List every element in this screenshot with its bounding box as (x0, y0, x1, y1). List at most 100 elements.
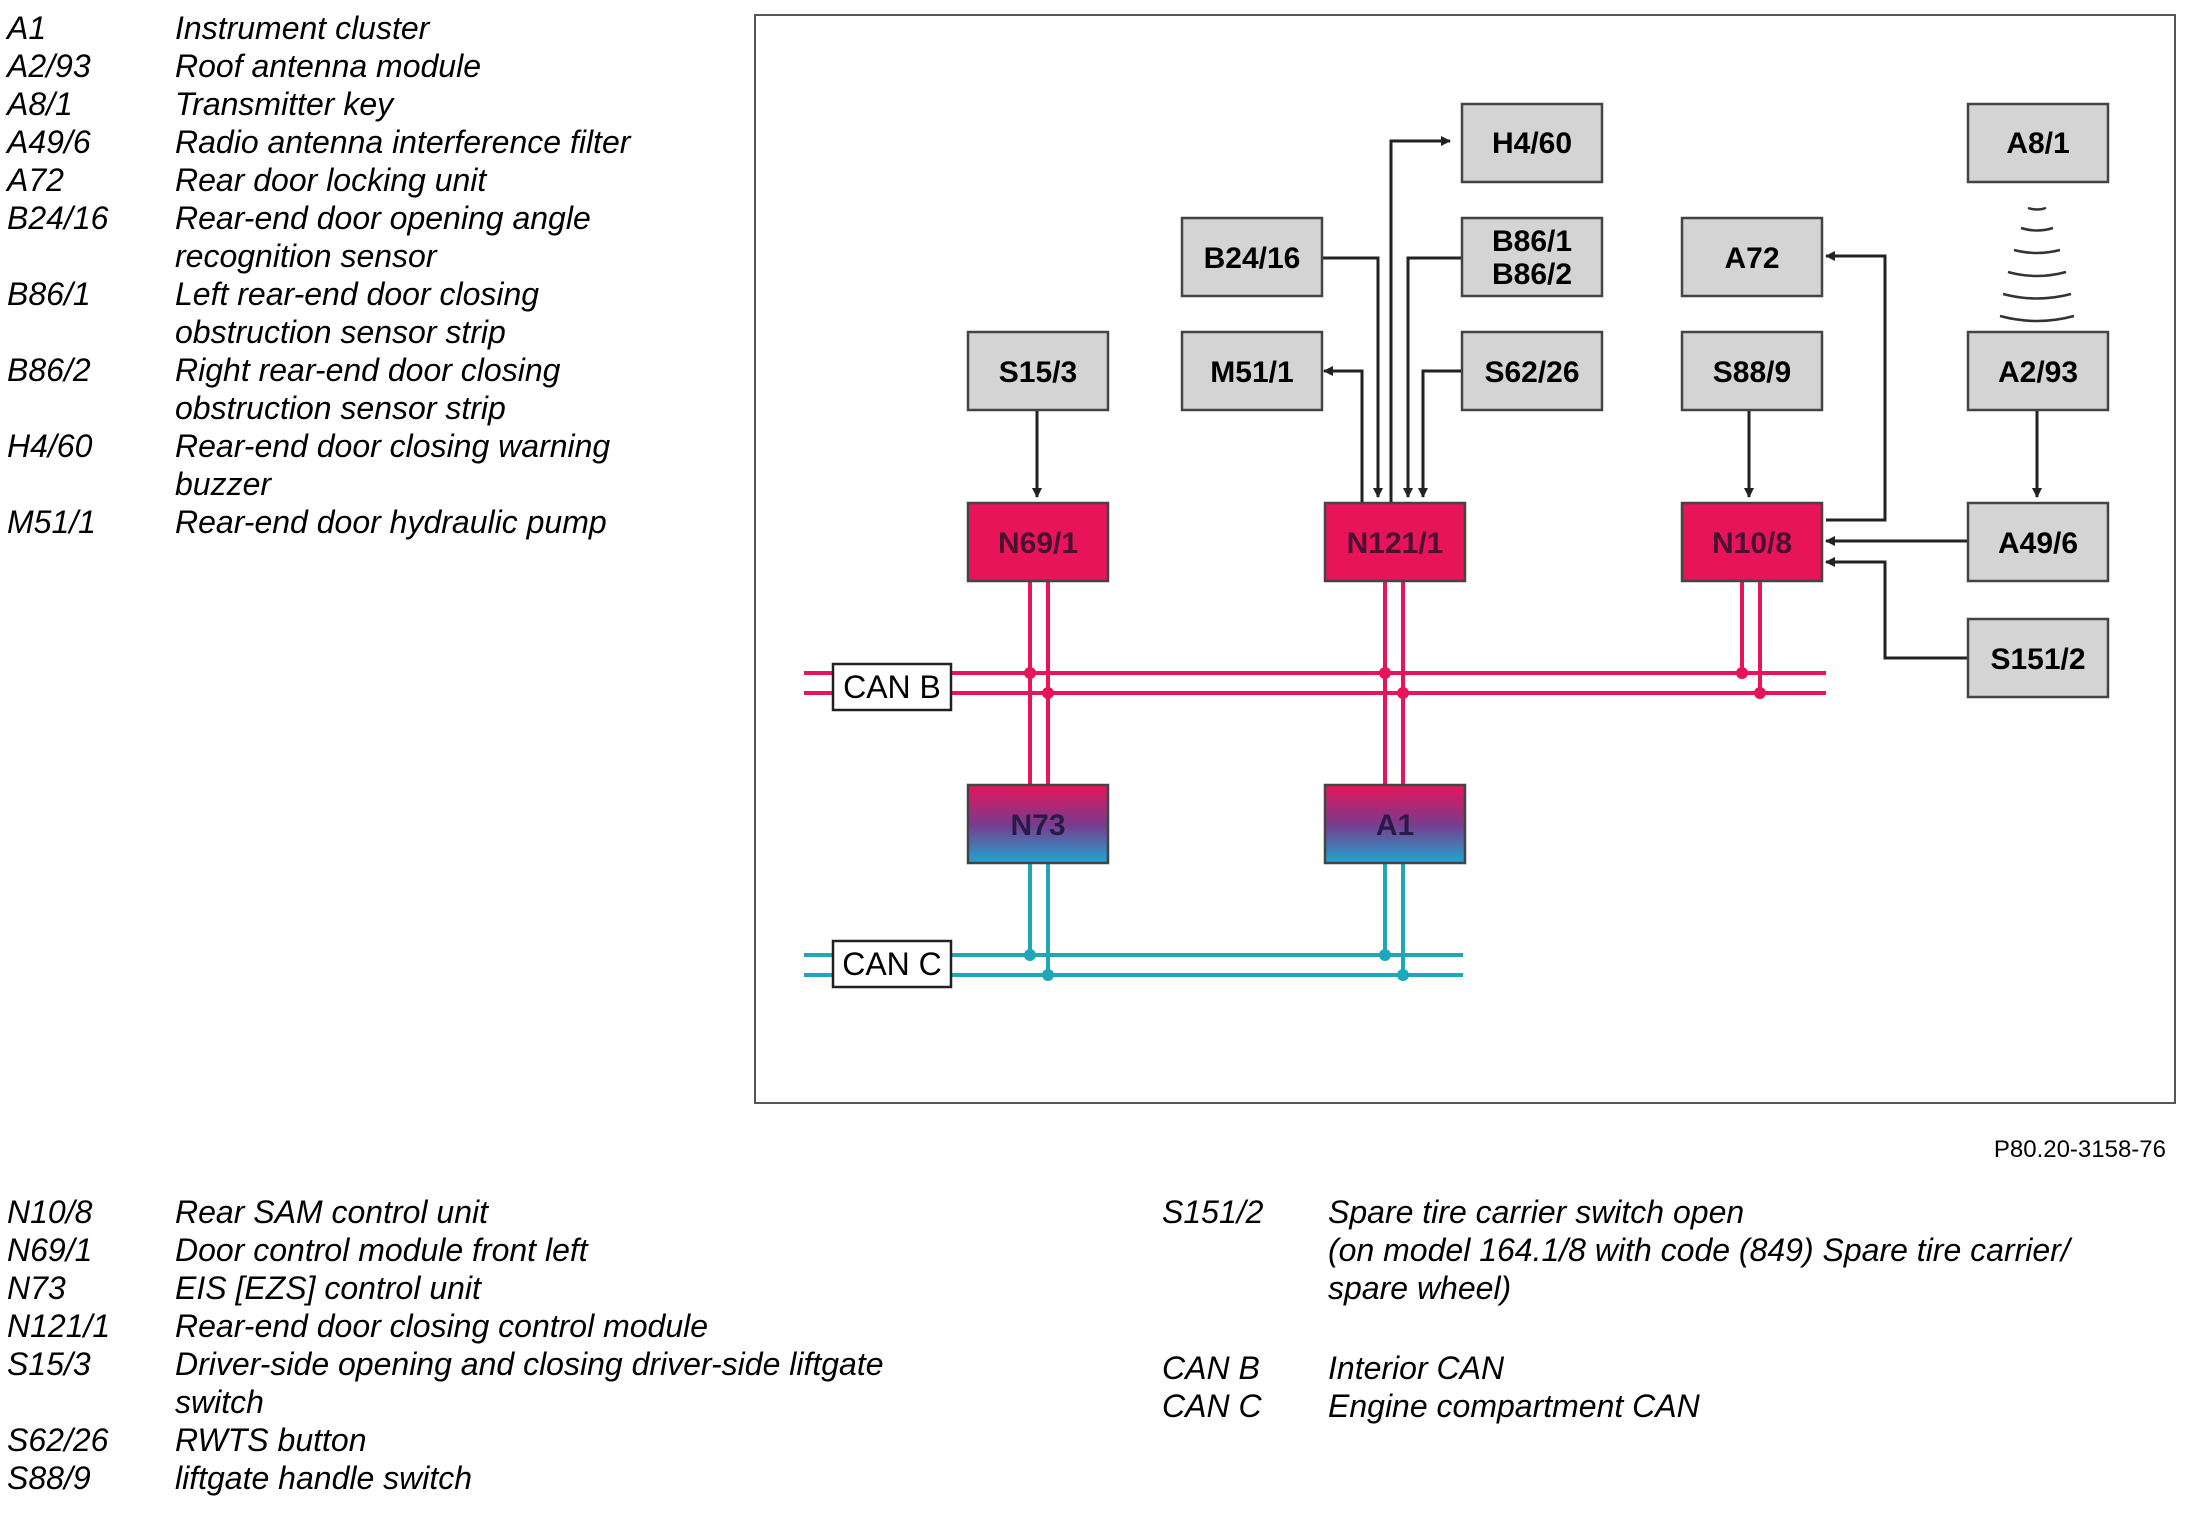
legend-description: Interior CAN (1328, 1350, 1505, 1386)
legend-entry: N73 EIS [EZS] control unit (7, 1269, 1007, 1307)
radio-waves (1999, 206, 2075, 323)
legend-code: N73 (7, 1270, 66, 1306)
legend-code: B86/2 (7, 352, 91, 388)
legend-description: Left rear-end door closing obstruction s… (175, 276, 540, 350)
can-c-junctions (1024, 949, 1409, 981)
legend-description: Rear-end door closing control module (175, 1308, 709, 1344)
legend-description: Transmitter key (175, 86, 394, 122)
svg-text:B86/1: B86/1 (1492, 225, 1572, 258)
can-b-label: CAN B (831, 662, 953, 712)
svg-text:S88/9: S88/9 (1713, 356, 1791, 389)
legend-description: Rear door locking unit (175, 162, 487, 198)
svg-text:A2/93: A2/93 (1998, 356, 2078, 389)
legend-entry: S151/2 Spare tire carrier switch open (on… (1162, 1193, 2162, 1307)
component-s62-26: S62/26 (1460, 330, 1604, 412)
legend-entry: CAN B Interior CAN (1162, 1349, 2162, 1387)
control-unit-n121-1: N121/1 (1323, 501, 1467, 583)
svg-text:N10/8: N10/8 (1712, 527, 1792, 560)
legend-code: CAN C (1162, 1388, 1262, 1424)
legend-description: Door control module front left (175, 1232, 588, 1268)
legend-code: N69/1 (7, 1232, 93, 1268)
legend-code: N121/1 (7, 1308, 111, 1344)
legend-entry: M51/1 Rear-end door hydraulic pump (7, 503, 707, 541)
legend-description: Spare tire carrier switch open (on model… (1328, 1194, 2070, 1306)
component-b86: B86/1 B86/2 (1460, 216, 1604, 298)
legend-entry: B86/2 Right rear-end door closing obstruc… (7, 351, 707, 427)
legend-description: liftgate handle switch (175, 1460, 473, 1496)
legend-code: CAN B (1162, 1350, 1260, 1386)
control-unit-n69-1: N69/1 (966, 501, 1110, 583)
legend-description: Rear-end door closing warning buzzer (175, 428, 611, 502)
can-c-label: CAN C (831, 939, 953, 989)
legend-entry: B86/1 Left rear-end door closing obstruct… (7, 275, 707, 351)
legend-description: Radio antenna interference filter (175, 124, 631, 160)
svg-text:A1: A1 (1376, 809, 1414, 842)
control-unit-n10-8: N10/8 (1680, 501, 1824, 583)
legend-code: A2/93 (7, 48, 91, 84)
legend-description: Right rear-end door closing obstruction … (175, 352, 561, 426)
svg-text:A8/1: A8/1 (2006, 127, 2069, 160)
legend-description: EIS [EZS] control unit (175, 1270, 481, 1306)
svg-text:M51/1: M51/1 (1210, 356, 1293, 389)
legend-code: M51/1 (7, 504, 96, 540)
legend-entry: CAN C Engine compartment CAN (1162, 1387, 2162, 1425)
legend-code: A8/1 (7, 86, 73, 122)
svg-text:H4/60: H4/60 (1492, 127, 1572, 160)
legend-bottom-right: S151/2 Spare tire carrier switch open (on… (1162, 1193, 2162, 1425)
legend-code: B86/1 (7, 276, 91, 312)
svg-text:N69/1: N69/1 (998, 527, 1078, 560)
component-s88-9: S88/9 (1680, 330, 1824, 412)
legend-description: Rear-end door hydraulic pump (175, 504, 607, 540)
legend-entry: N10/8 Rear SAM control unit (7, 1193, 1007, 1231)
legend-code: S88/9 (7, 1460, 91, 1496)
svg-text:A72: A72 (1724, 242, 1779, 275)
legend-code: A72 (7, 162, 64, 198)
can-b-bus (804, 580, 1826, 785)
component-s15-3: S15/3 (966, 330, 1110, 412)
component-a72: A72 (1680, 216, 1824, 298)
component-h4-60: H4/60 (1460, 102, 1604, 184)
legend-description: Driver-side opening and closing driver-s… (175, 1346, 884, 1420)
component-m51-1: M51/1 (1180, 330, 1324, 412)
legend-description: Engine compartment CAN (1328, 1388, 1700, 1424)
legend-description: Rear SAM control unit (175, 1194, 489, 1230)
legend-code: S62/26 (7, 1422, 109, 1458)
legend-description: Roof antenna module (175, 48, 481, 84)
svg-text:S151/2: S151/2 (1990, 643, 2085, 676)
legend-code: N10/8 (7, 1194, 93, 1230)
legend-entry: A49/6 Radio antenna interference filter (7, 123, 707, 161)
legend-description: Rear-end door opening angle recognition … (175, 200, 591, 274)
component-a8-1: A8/1 (1966, 102, 2110, 184)
legend-description: Instrument cluster (175, 10, 430, 46)
control-unit-n73: N73 (966, 783, 1110, 865)
svg-text:N121/1: N121/1 (1347, 527, 1444, 560)
legend-entry: S62/26 RWTS button (7, 1421, 1007, 1459)
legend-entry: N69/1 Door control module front left (7, 1231, 1007, 1269)
component-a49-6: A49/6 (1966, 501, 2110, 583)
legend-entry: H4/60 Rear-end door closing warning buzze… (7, 427, 707, 503)
control-unit-a1: A1 (1323, 783, 1467, 865)
legend-entry: A72 Rear door locking unit (7, 161, 707, 199)
signal-wires (1032, 136, 2042, 660)
legend-code: S151/2 (1162, 1194, 1264, 1230)
legend-entry: A8/1 Transmitter key (7, 85, 707, 123)
figure-id: P80.20-3158-76 (1993, 1136, 2166, 1163)
svg-text:A49/6: A49/6 (1998, 527, 2078, 560)
legend-code: A1 (7, 10, 47, 46)
svg-text:CAN C: CAN C (842, 946, 942, 982)
component-b24-16: B24/16 (1180, 216, 1324, 298)
legend-code: A49/6 (7, 124, 91, 160)
legend-description: RWTS button (175, 1422, 367, 1458)
svg-text:N73: N73 (1010, 809, 1065, 842)
legend-code: H4/60 (7, 428, 93, 464)
legend-code: B24/16 (7, 200, 109, 236)
component-a2-93: A2/93 (1966, 330, 2110, 412)
svg-text:B86/2: B86/2 (1492, 258, 1572, 291)
legend-entry: B24/16 Rear-end door opening angle recogn… (7, 199, 707, 275)
svg-text:B24/16: B24/16 (1204, 242, 1301, 275)
svg-text:CAN B: CAN B (843, 669, 941, 705)
